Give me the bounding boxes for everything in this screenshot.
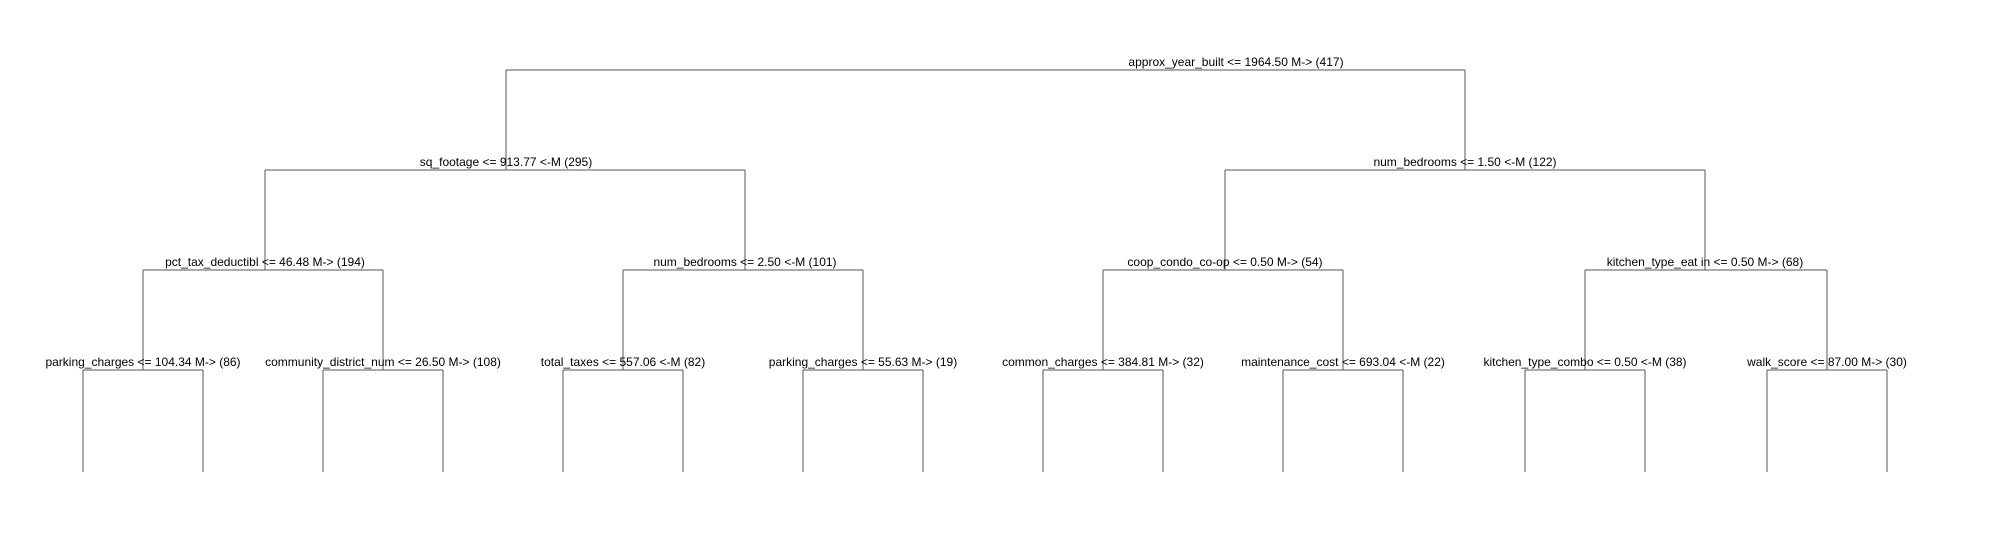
tree-node-label: parking_charges <= 104.34 M-> (86) [45, 355, 240, 369]
tree-node-label: kitchen_type_eat in <= 0.50 M-> (68) [1607, 255, 1803, 269]
tree-edges [82, 69, 1888, 472]
tree-node-label: num_bedrooms <= 1.50 <-M (122) [1373, 155, 1556, 169]
tree-node-label: num_bedrooms <= 2.50 <-M (101) [653, 255, 836, 269]
tree-node-label: community_district_num <= 26.50 M-> (108… [265, 355, 501, 369]
tree-node-labels: approx_year_built <= 1964.50 M-> (417) sq… [45, 55, 1906, 369]
tree-node-label: coop_condo_co-op <= 0.50 M-> (54) [1127, 255, 1322, 269]
tree-node-label: parking_charges <= 55.63 M-> (19) [769, 355, 957, 369]
tree-node-label: maintenance_cost <= 693.04 <-M (22) [1241, 355, 1445, 369]
tree-node-label: approx_year_built <= 1964.50 M-> (417) [1128, 55, 1343, 69]
tree-node-label: kitchen_type_combo <= 0.50 <-M (38) [1483, 355, 1686, 369]
tree-node-label: pct_tax_deductibl <= 46.48 M-> (194) [165, 255, 365, 269]
tree-node-label: total_taxes <= 557.06 <-M (82) [541, 355, 705, 369]
tree-node-label: common_charges <= 384.81 M-> (32) [1002, 355, 1204, 369]
tree-node-label: sq_footage <= 913.77 <-M (295) [420, 155, 592, 169]
tree-node-label: walk_score <= 87.00 M-> (30) [1746, 355, 1907, 369]
